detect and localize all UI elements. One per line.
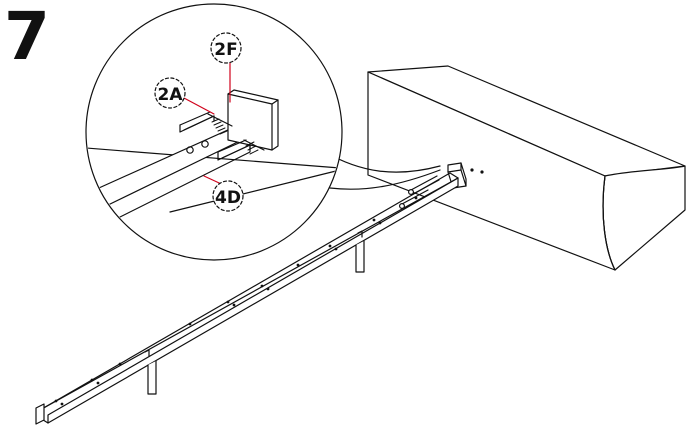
headboard [367,65,686,271]
bolts-2A [399,175,440,210]
leader-2A [183,97,215,115]
label-4D: 4D [215,188,241,208]
label-2F: 2F [214,40,237,60]
side-rail-4D [35,172,459,425]
label-circle-2F [210,32,242,64]
step-number: 7 [4,0,50,75]
label-circle-4D [212,180,244,212]
label-2A: 2A [158,85,184,105]
zoom-detail [85,3,343,261]
rail-holes [54,196,418,406]
label-circle-2A [154,77,186,109]
part-labels: 2F 2A 4D [154,32,244,212]
